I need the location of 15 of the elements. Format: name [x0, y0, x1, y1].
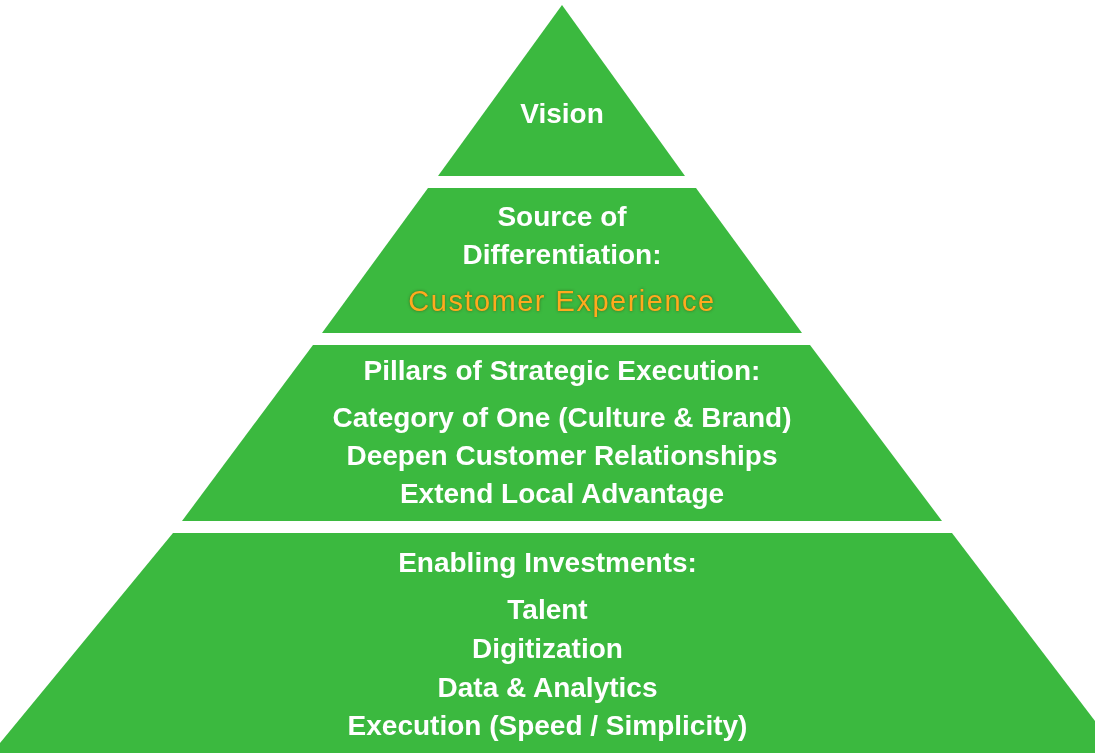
tier-item: Extend Local Advantage [399, 477, 725, 511]
tier-item: Data & Analytics [437, 671, 658, 705]
tier-item: Deepen Customer Relationships [346, 439, 778, 473]
pyramid-tier [0, 533, 1095, 753]
tier-heading: Enabling Investments: [398, 546, 697, 580]
tier-heading: Pillars of Strategic Execution: [363, 354, 761, 388]
tier-item: Talent [507, 593, 588, 627]
tier-item: Category of One (Culture & Brand) [332, 401, 792, 435]
tier-item: Digitization [472, 632, 623, 666]
tier-heading: Source of Differentiation: [461, 200, 663, 272]
pyramid-tier [320, 188, 804, 333]
highlight-text: Customer Experience [408, 284, 716, 319]
tier-item: Execution (Speed / Simplicity) [347, 709, 748, 743]
pyramid-tier [180, 345, 944, 521]
tier-label: Vision [520, 97, 604, 131]
